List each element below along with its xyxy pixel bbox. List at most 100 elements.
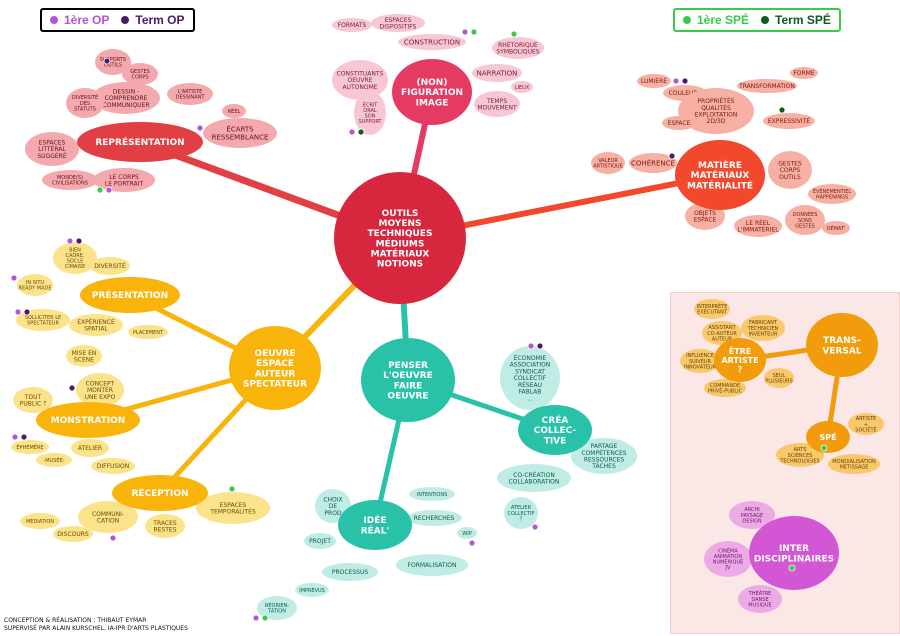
penser-item-line: de <box>329 503 338 510</box>
representation-item-shape <box>203 118 277 148</box>
materialite-item-line: gestes <box>795 223 815 229</box>
representation-item-line: le portrait <box>105 181 144 188</box>
representation-item-line: outils <box>104 63 122 69</box>
penser-item: Processus <box>322 563 378 581</box>
materialite-item: Expressivité <box>763 113 815 129</box>
oeuvre-item-shape <box>76 373 124 407</box>
dot-premiere-spe <box>683 16 691 24</box>
inter-item-line: danse <box>751 597 768 603</box>
figuration-item: Lieux <box>511 81 533 93</box>
reception-node-line: Réception <box>131 487 188 499</box>
representation-item-line: Gestes <box>130 69 150 75</box>
oeuvre-item-label: Diffusion <box>97 463 129 470</box>
materialite-item-line: espace <box>694 217 717 224</box>
oeuvre-item-label: Atelier <box>78 445 102 452</box>
penser-item-label: Réorien-tation <box>265 601 289 615</box>
center-hub-line: Techniques <box>368 229 433 239</box>
credit-author: Conception & réalisation : Thibaut Eymar <box>4 617 147 624</box>
inter-item-line: plusieurs <box>765 379 792 385</box>
oeuvre-item-line: public ? <box>20 401 47 408</box>
idee-real-node-line: réal' <box>361 524 390 536</box>
oeuvre-item-line: Concept <box>86 380 115 387</box>
penser-item-line: association <box>510 362 551 369</box>
penser-main-line: faire <box>394 381 423 391</box>
oeuvre-item-line: Espaces <box>220 502 247 509</box>
figuration-item-line: dispositifs <box>380 24 417 31</box>
oeuvre-item: Médiation <box>20 513 60 529</box>
penser-main-line: oeuvre <box>387 391 428 401</box>
figuration-item-shape <box>371 14 425 32</box>
materialite-item-shape <box>662 116 696 130</box>
credits: Conception & réalisation : Thibaut Eymar… <box>4 617 188 633</box>
oeuvre-item-shape <box>20 513 60 529</box>
representation-item-line: Écarts <box>226 125 254 134</box>
representation-item-label: Monde(s)civilisations <box>52 175 88 187</box>
materialite-item-shape <box>785 205 825 235</box>
representation-item-line: Réel <box>228 107 241 115</box>
representation-item-shape <box>222 104 246 118</box>
representation-item-shape <box>42 170 98 190</box>
representation-item-line: des <box>80 101 90 107</box>
representation-item-line: communiquer <box>103 102 150 109</box>
penser-item-shape <box>257 596 297 620</box>
materialite-item-shape <box>629 153 677 173</box>
reception-node: Réception <box>112 475 208 511</box>
materialite-item: Démat' <box>822 221 850 235</box>
representation-item-line: ressemblance <box>212 133 269 141</box>
crea-collective-node-line: Créa <box>542 414 569 426</box>
representation-item: Réel <box>222 104 246 118</box>
oeuvre-item-label: -Musée- <box>43 456 64 464</box>
figuration-markers <box>461 28 469 36</box>
oeuvre-item-line: cation <box>97 518 119 525</box>
etre-artiste-node-line: ? <box>738 365 743 374</box>
penser-item-line: ressources <box>584 457 625 464</box>
figuration-item-label: Formats <box>338 22 367 29</box>
oeuvre-item-shape <box>71 439 109 457</box>
materialite-item-line: Événementiel <box>813 187 852 195</box>
penser-item-line: Imprévus <box>299 586 325 594</box>
representation-item-shape <box>122 63 158 85</box>
penser-item-line: Choix <box>323 496 342 503</box>
oeuvre-item: Placement <box>128 325 168 339</box>
representation-item-shape <box>25 132 79 166</box>
inter-item-line: innovateur <box>684 364 717 370</box>
oeuvre-item-shape <box>17 274 53 296</box>
representation-item-line: suggéré <box>37 152 66 160</box>
inter-item-line: Théâtre <box>748 589 772 597</box>
inter-item-line: Archi <box>744 507 759 513</box>
penser-item-shape <box>409 487 455 501</box>
oeuvre-item-label: Placement <box>133 330 164 336</box>
inter-item-line: design <box>742 518 762 524</box>
inter-item-line: Mondialisation <box>832 459 876 465</box>
oeuvre-markers <box>14 308 22 316</box>
penser-item-line: Processus <box>332 569 368 576</box>
materialite-item: Cohérence <box>629 153 677 173</box>
penser-item-shape <box>504 497 538 529</box>
